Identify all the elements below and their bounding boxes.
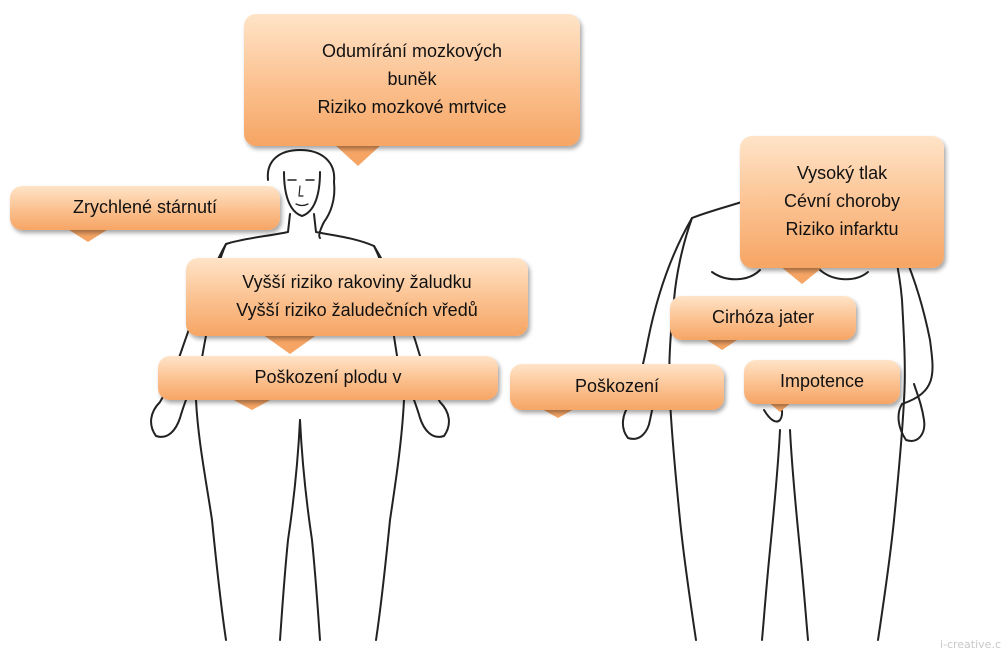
liver-callout-line-1: Cirhóza jater [712, 304, 814, 332]
stomach-callout-line-1: Vyšší riziko rakoviny žaludku [242, 269, 471, 297]
female-left-leg [196, 400, 226, 640]
brain-callout-line-1: Odumírání mozkových [322, 38, 502, 66]
female-face [284, 172, 320, 216]
impotence-callout-line-1: Impotence [780, 368, 864, 396]
stomach-callout: Vyšší riziko rakoviny žaludku Vyšší rizi… [186, 258, 528, 336]
male-right-leg [878, 400, 904, 640]
heart-callout-line-1: Vysoký tlak [797, 160, 887, 188]
brain-callout-line-3: Riziko mozkové mrtvice [317, 94, 506, 122]
liver-callout: Cirhóza jater [670, 296, 856, 340]
heart-callout: Vysoký tlak Cévní choroby Riziko infarkt… [740, 136, 944, 268]
fetus-callout-line-1: Poškození plodu v [254, 364, 401, 392]
impotence-callout: Impotence [744, 360, 900, 404]
male-left-leg [670, 400, 696, 640]
aging-callout-tail [66, 228, 110, 242]
watermark: i-creative.c [940, 638, 1001, 651]
aging-callout-line-1: Zrychlené stárnutí [73, 194, 217, 222]
heart-callout-line-2: Cévní choroby [784, 188, 900, 216]
brain-callout: Odumírání mozkových buněk Riziko mozkové… [244, 14, 580, 146]
stomach-callout-tail [262, 334, 318, 354]
stomach-callout-line-2: Vyšší riziko žaludečních vředů [236, 297, 477, 325]
damage-callout: Poškození [510, 364, 724, 410]
brain-callout-line-2: buněk [387, 66, 436, 94]
damage-callout-line-1: Poškození [575, 373, 659, 401]
female-right-leg [376, 400, 404, 640]
brain-callout-tail [334, 144, 382, 166]
heart-callout-line-3: Riziko infarktu [785, 216, 898, 244]
aging-callout: Zrychlené stárnutí [10, 186, 280, 230]
fetus-callout: Poškození plodu v [158, 356, 498, 400]
heart-callout-tail [780, 266, 824, 284]
